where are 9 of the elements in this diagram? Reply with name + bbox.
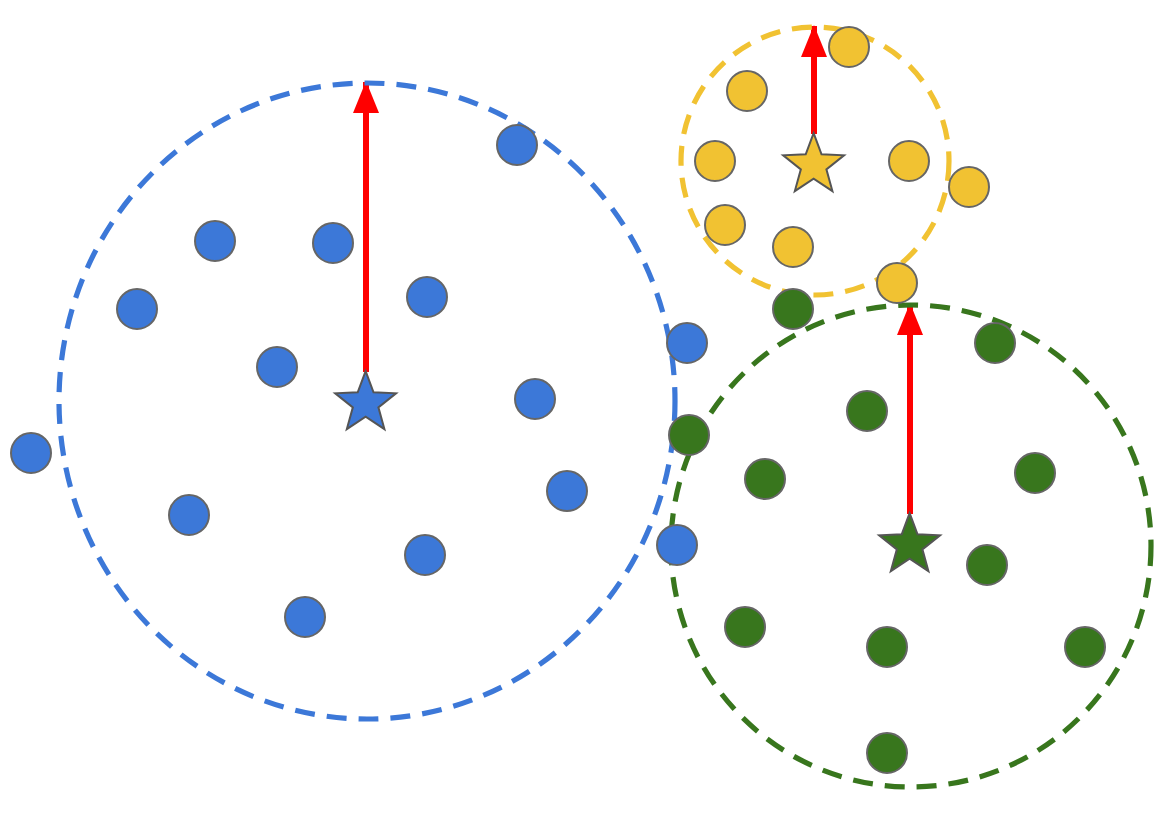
star-icon — [782, 132, 846, 194]
cluster-boundary — [55, 79, 677, 721]
radius-arrow — [353, 81, 379, 372]
radius-arrow — [897, 303, 923, 514]
radius-arrow — [801, 25, 827, 134]
cluster-boundary — [667, 301, 1153, 789]
star-icon — [334, 370, 398, 432]
star-icon — [878, 512, 942, 574]
cluster-boundary — [678, 23, 952, 297]
